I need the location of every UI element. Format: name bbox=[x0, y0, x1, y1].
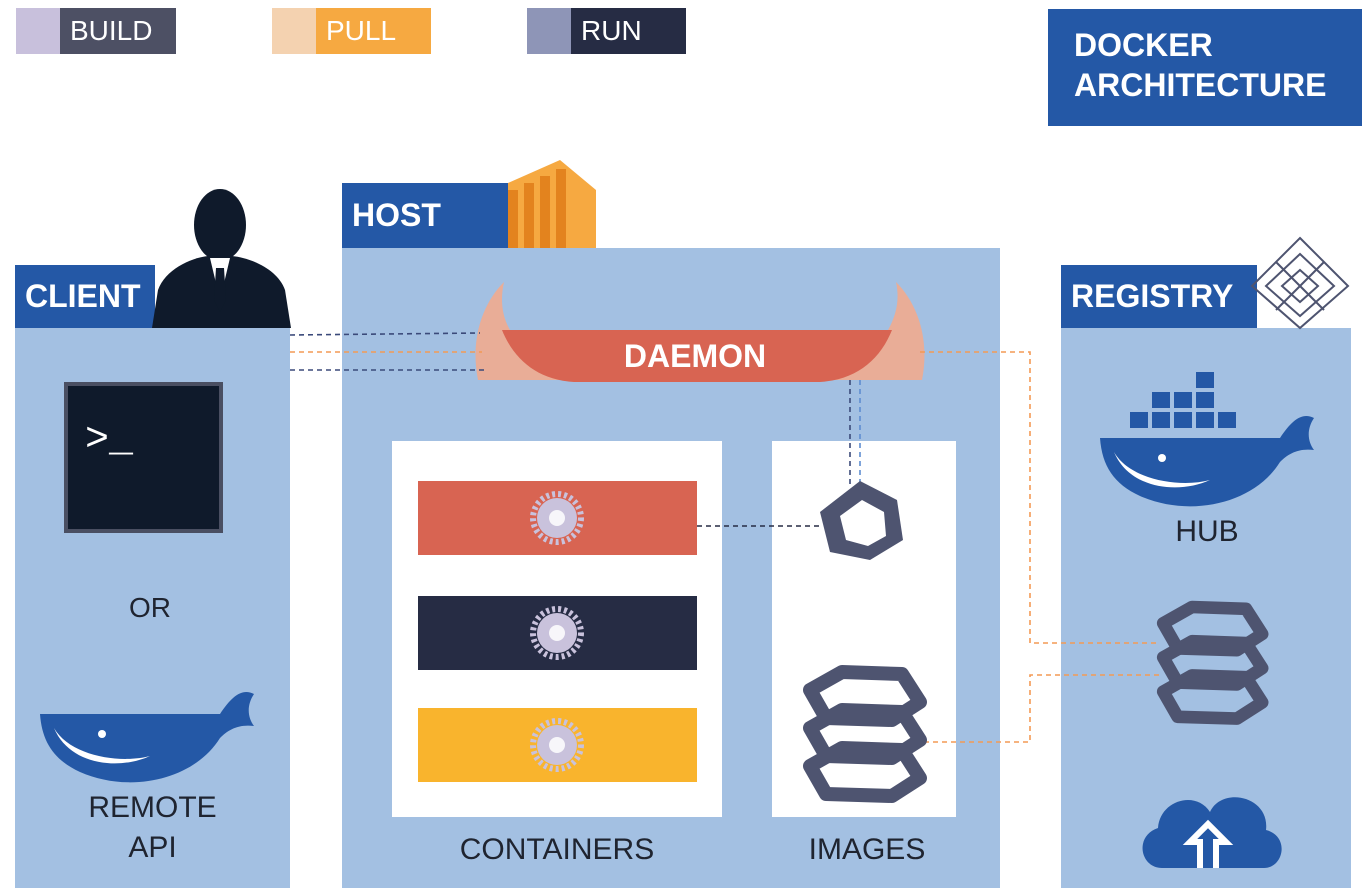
remote-api-line-2: API bbox=[128, 831, 177, 864]
docker-hub-whale-icon bbox=[1100, 372, 1314, 507]
registry-image-stack-icon bbox=[1163, 607, 1262, 719]
gear-icon-yellow bbox=[533, 721, 581, 769]
images-label: IMAGES bbox=[808, 833, 926, 866]
hub-label: HUB bbox=[1175, 515, 1239, 548]
host-heading: HOST bbox=[342, 183, 510, 248]
client-whale-icon bbox=[40, 692, 254, 783]
cloud-upload-icon bbox=[1142, 797, 1282, 868]
legend-run: RUN bbox=[527, 8, 686, 54]
image-stack-icon bbox=[810, 672, 920, 796]
image-hexagon-icon bbox=[820, 481, 903, 560]
terminal-prompt: >_ bbox=[85, 418, 134, 463]
daemon-shape bbox=[475, 282, 925, 382]
server-stack-icon bbox=[508, 160, 596, 248]
legend-pull-swatch bbox=[272, 8, 316, 54]
registry-heading: REGISTRY bbox=[1061, 265, 1257, 328]
remote-api-line-1: REMOTE bbox=[88, 791, 217, 824]
legend-run-label: RUN bbox=[571, 8, 686, 54]
connection-lines bbox=[289, 332, 1160, 743]
legend-pull: PULL bbox=[272, 8, 431, 54]
client-or-label: OR bbox=[129, 592, 171, 623]
gear-icon-navy bbox=[533, 609, 581, 657]
containers-label: CONTAINERS bbox=[459, 833, 655, 866]
daemon-label: DAEMON bbox=[623, 338, 767, 374]
legend-pull-label: PULL bbox=[316, 8, 431, 54]
title-line-1: DOCKER bbox=[1074, 27, 1213, 63]
registry-lattice-icon bbox=[1250, 236, 1350, 330]
legend-build: BUILD bbox=[16, 8, 176, 54]
legend-build-swatch bbox=[16, 8, 60, 54]
legend-run-swatch bbox=[527, 8, 571, 54]
remote-api-label: REMOTE API bbox=[70, 788, 235, 868]
legend-build-label: BUILD bbox=[60, 8, 176, 54]
title-line-2: ARCHITECTURE bbox=[1074, 67, 1327, 103]
client-heading: CLIENT bbox=[15, 265, 155, 328]
user-silhouette-icon bbox=[152, 189, 291, 328]
terminal-icon: >_ bbox=[64, 382, 223, 533]
diagram-title: DOCKER ARCHITECTURE bbox=[1048, 9, 1362, 126]
gear-icon-red bbox=[533, 494, 581, 542]
